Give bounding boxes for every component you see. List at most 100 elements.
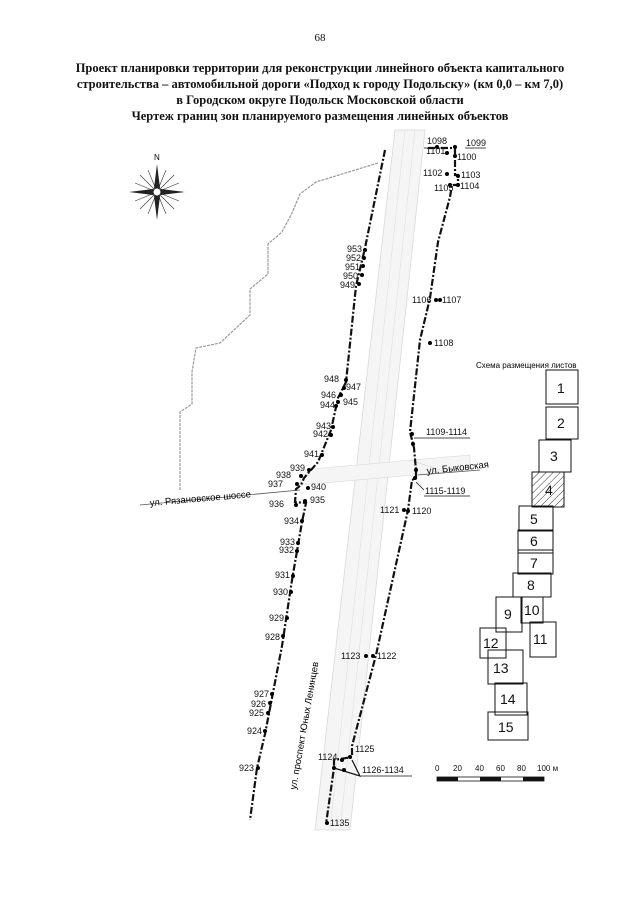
point-label: 946 (321, 390, 336, 400)
point-label: 932 (279, 545, 294, 555)
point-label: 936 (269, 499, 284, 509)
point-label: 1102 (423, 168, 442, 178)
point-label: 934 (284, 516, 299, 526)
point-label: 947 (346, 382, 361, 392)
point-label: 949 (340, 280, 355, 290)
point-label: 950 (343, 271, 358, 281)
point-label: 951 (345, 262, 360, 272)
drawing-title: Проект планировки территории для реконст… (40, 60, 600, 124)
point-label: 1135 (330, 818, 349, 828)
sheet-number: 8 (527, 577, 535, 593)
point-label: 1124 (318, 752, 337, 762)
point-label: 1123 (341, 651, 360, 661)
point-label: 927 (254, 689, 269, 699)
point-label: 1106 (412, 295, 431, 305)
scale-tick: 80 (517, 764, 526, 773)
sheet-number: 5 (530, 511, 538, 527)
point-label: 942 (313, 429, 328, 439)
scale-bar (436, 776, 545, 782)
point-label: 941 (304, 449, 319, 459)
left-point-labels: 953 952 951 950 949 948 947 946 945 944 … (239, 244, 362, 773)
point-label: 928 (265, 632, 280, 642)
scale-tick: 60 (496, 764, 505, 773)
left-boundary-points (256, 248, 367, 770)
point-label: 931 (275, 570, 290, 580)
point-label: 929 (269, 613, 284, 623)
scale-tick: 20 (453, 764, 462, 773)
scale-tick: 100 м (537, 764, 558, 773)
scale-tick: 40 (475, 764, 484, 773)
point-label: 1115-1119 (425, 486, 465, 496)
point-label: 1101 (426, 146, 445, 156)
ryazanovskoe-street-line (139, 489, 301, 506)
point-label: 940 (311, 482, 326, 492)
label-leaders (361, 147, 486, 777)
title-line-1: Проект планировки территории для реконст… (75, 61, 565, 75)
point-label: 1121 (380, 505, 399, 515)
right-zone-boundary (324, 146, 460, 825)
point-label: 1104 (460, 181, 479, 191)
sheet-scheme (479, 369, 579, 741)
sheet-number: 7 (530, 555, 538, 571)
point-label: 1105 (434, 183, 453, 193)
sheet-number: 2 (557, 415, 565, 431)
district-boundary (179, 162, 379, 490)
point-label: 1109-1114 (426, 427, 467, 437)
point-label: 953 (347, 244, 362, 254)
point-label: 943 (316, 421, 331, 431)
point-label: 945 (343, 397, 358, 407)
scale-labels: 0 20 40 60 80 100 м (435, 764, 558, 773)
point-label: 939 (290, 463, 305, 473)
point-label: 944 (320, 400, 335, 410)
sheet-number: 15 (498, 719, 514, 735)
compass-rose-icon: N (129, 153, 185, 220)
sheet-number: 12 (483, 635, 499, 651)
bykovskaya-street-line (417, 469, 481, 476)
road-corridor (299, 129, 471, 831)
point-label: 1107 (442, 295, 461, 305)
point-label: 1099 (466, 138, 486, 148)
point-label: 1100 (457, 152, 476, 162)
sheet-number: 13 (493, 660, 509, 676)
point-label: 1098 (427, 136, 447, 146)
sheet-number: 9 (504, 606, 512, 622)
point-label: 935 (310, 495, 325, 505)
sheet-number: 1 (557, 380, 565, 396)
point-label: 1122 (377, 651, 396, 661)
point-label: 1120 (412, 506, 431, 516)
point-label: 952 (346, 253, 361, 263)
scheme-title: Схема размещения листов (476, 361, 577, 370)
point-label: 937 (268, 479, 283, 489)
title-line-2: строительства – автомобильной дороги «По… (76, 77, 564, 91)
sheet-number-current: 4 (545, 482, 553, 498)
point-label: 924 (247, 726, 262, 736)
point-label: 938 (276, 470, 291, 480)
point-label: 1103 (461, 170, 480, 180)
compass-north-label: N (154, 153, 160, 162)
title-line-4: Чертеж границ зон планируемого размещени… (131, 109, 509, 123)
point-label: 925 (249, 708, 264, 718)
street-label-leninets: ул. проспект Юных Ленинцев (288, 661, 321, 791)
sheet-number: 10 (524, 602, 540, 618)
point-label: 930 (273, 587, 288, 597)
right-point-labels: 1098 1099 1101 1100 1102 1103 1105 1104 … (318, 136, 486, 828)
title-line-3: в Городском округе Подольск Московской о… (176, 93, 464, 107)
point-label: 1108 (434, 338, 453, 348)
point-label: 948 (324, 374, 339, 384)
point-label: 926 (251, 699, 266, 709)
right-boundary-points (325, 145, 460, 825)
point-label: 1126-1134 (362, 765, 404, 775)
sheet-number: 6 (530, 533, 538, 549)
street-label-ryazanovskoe: ул. Рязановское шоссе (149, 489, 251, 509)
sheet-numbers: 1 2 3 4 5 6 7 8 9 10 11 12 13 14 15 (483, 380, 565, 735)
sheet-number: 11 (533, 631, 548, 647)
scale-tick: 0 (435, 764, 440, 773)
sheet-number: 14 (500, 691, 516, 707)
point-label: 933 (280, 537, 295, 547)
sheet-number: 3 (550, 448, 558, 464)
left-zone-boundary (248, 149, 387, 821)
point-label: 1125 (355, 744, 374, 754)
page-number: 68 (314, 32, 326, 44)
point-label: 923 (239, 763, 254, 773)
